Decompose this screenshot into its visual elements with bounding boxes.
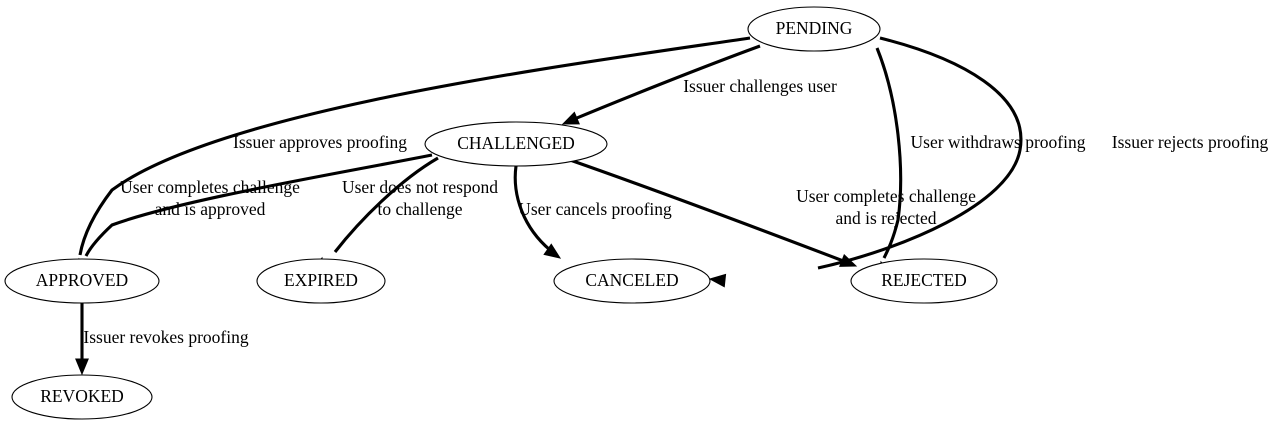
edge-label-pending-to-canceled: User withdraws proofing xyxy=(911,132,1086,152)
edge-label-line-1: User completes challenge xyxy=(796,186,976,206)
state-node-canceled[interactable]: CANCELED xyxy=(553,258,711,304)
edge-line xyxy=(569,158,847,264)
edge-challenged-to-canceled xyxy=(513,165,562,259)
state-node-revoked[interactable]: REVOKED xyxy=(11,374,153,420)
state-node-label: REJECTED xyxy=(881,270,967,290)
edge-label-text: User cancels proofing xyxy=(518,199,672,219)
edge-label-text: Issuer rejects proofing xyxy=(1112,132,1269,152)
edge-pending-to-challenged xyxy=(561,44,761,125)
state-node-shape[interactable] xyxy=(256,258,386,304)
state-node-approved[interactable]: APPROVED xyxy=(4,258,160,304)
state-node-label: CANCELED xyxy=(585,270,678,290)
edge-approved-to-revoked xyxy=(75,303,89,376)
edge-label-text: Issuer challenges user xyxy=(683,76,837,96)
edge-label-text: Issuer approves proofing xyxy=(233,132,407,152)
edge-label-pending-to-challenged: Issuer challenges user xyxy=(683,76,837,96)
edge-arrowhead xyxy=(543,243,562,259)
edge-line xyxy=(84,153,433,257)
edge-line xyxy=(78,36,751,256)
edge-label-line-1: User does not respond xyxy=(342,177,498,197)
edge-line xyxy=(817,36,1023,270)
state-node-shape[interactable] xyxy=(11,374,153,420)
edge-line xyxy=(875,47,903,259)
state-node-shape[interactable] xyxy=(553,258,711,304)
edge-label-text: Issuer revokes proofing xyxy=(83,327,248,347)
edge-line xyxy=(513,165,552,252)
edge-pending-to-canceled xyxy=(708,36,1023,288)
edge-arrowhead xyxy=(839,253,858,267)
edge-line xyxy=(333,156,439,253)
state-node-label: REVOKED xyxy=(40,386,124,406)
state-node-label: APPROVED xyxy=(36,270,128,290)
edge-label-pending-to-rejected: Issuer rejects proofing xyxy=(1112,132,1269,152)
edge-label-pending-to-approved: Issuer approves proofing xyxy=(233,132,407,152)
edge-label-approved-to-revoked: Issuer revokes proofing xyxy=(83,327,248,347)
edge-arrowhead xyxy=(708,273,727,288)
nodes-layer: PENDING CHALLENGED APPROVED EXPIRED CANCELED… xyxy=(4,6,998,420)
edge-label-text: User withdraws proofing xyxy=(911,132,1086,152)
state-node-challenged[interactable]: CHALLENGED xyxy=(424,121,608,167)
edge-arrowhead xyxy=(561,111,580,125)
state-node-shape[interactable] xyxy=(424,121,608,167)
state-node-shape[interactable] xyxy=(747,6,881,52)
edge-label-line-2: and is rejected xyxy=(835,208,936,228)
edge-challenged-to-rejected xyxy=(569,158,858,267)
state-node-shape[interactable] xyxy=(4,258,160,304)
state-node-label: EXPIRED xyxy=(284,270,358,290)
state-node-label: CHALLENGED xyxy=(457,133,575,153)
edge-label-challenged-to-canceled: User cancels proofing xyxy=(518,199,672,219)
edge-label-line-2: to challenge xyxy=(377,199,462,219)
edge-pending-to-approved xyxy=(73,36,751,276)
state-node-rejected[interactable]: REJECTED xyxy=(850,258,998,304)
edge-arrowhead xyxy=(75,358,89,376)
edge-label-line-2: and is approved xyxy=(155,199,266,219)
state-node-shape[interactable] xyxy=(850,258,998,304)
state-node-label: PENDING xyxy=(776,18,853,38)
edge-label-line-1: User completes challenge xyxy=(120,177,300,197)
state-node-pending[interactable]: PENDING xyxy=(747,6,881,52)
state-node-expired[interactable]: EXPIRED xyxy=(256,258,386,304)
edge-line xyxy=(571,44,761,122)
